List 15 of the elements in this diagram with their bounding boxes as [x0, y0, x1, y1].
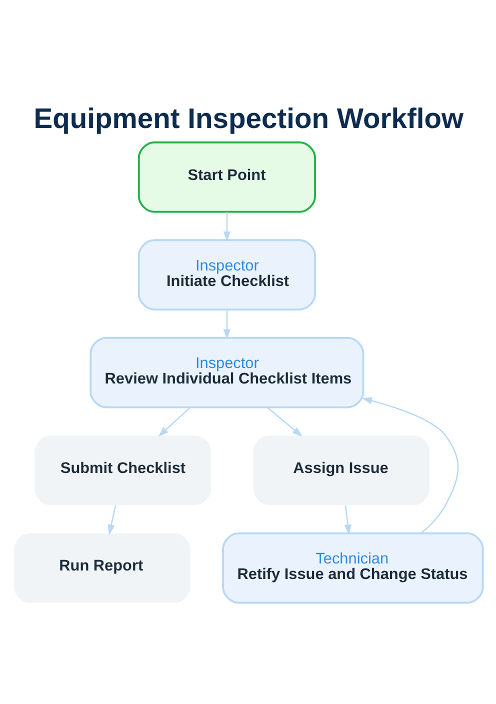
arrow: [107, 505, 116, 535]
arrow: [158, 407, 190, 437]
node-box: Inspector Review Individual Checklist Items: [89, 336, 364, 408]
arrow: [222, 310, 230, 340]
arrow: [344, 505, 351, 535]
node-box: Submit Checklist: [34, 436, 210, 506]
node-box: Run Report: [14, 533, 190, 603]
arrow: [266, 406, 302, 437]
node-box: Inspector Initiate Checklist: [137, 239, 316, 311]
node-box: Technician Retify Issue and Change Status: [222, 532, 484, 604]
diagram-title: Equipment Inspection Workflow: [33, 102, 464, 134]
node-box: Assign Issue: [252, 436, 429, 506]
arrow: [222, 212, 230, 242]
node-box: Start Point: [137, 141, 316, 213]
arrow: [361, 397, 458, 534]
